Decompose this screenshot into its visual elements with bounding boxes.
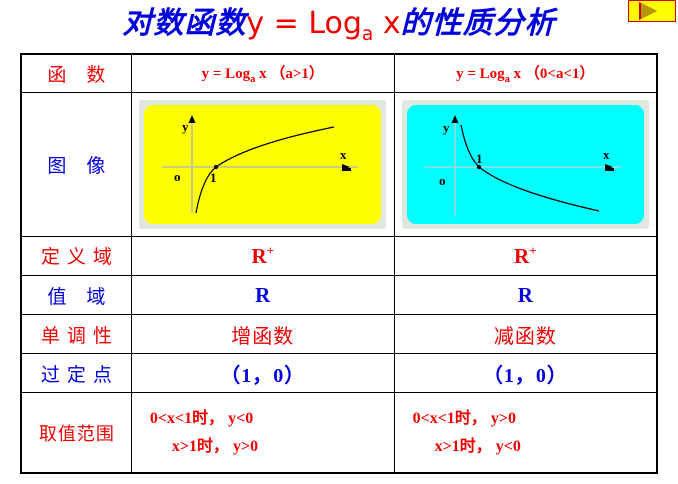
graph-frame-right: o 1 y x xyxy=(401,99,649,229)
cell-graph-b: o 1 y x xyxy=(393,91,658,237)
cell-graph-a: o 1 y x xyxy=(130,91,395,237)
formula-a-prefix: y = Log xyxy=(201,65,251,82)
title-formula-suffix: x xyxy=(373,6,401,41)
title-formula-sub: a xyxy=(361,24,374,45)
row-label-domain: 定义域 xyxy=(20,235,132,277)
row-label-text: 值 域 xyxy=(47,285,113,308)
row-label-fixed-point: 过定点 xyxy=(20,353,132,394)
formula-b-prefix: y = Log xyxy=(456,65,505,82)
row-label-function: 函 数 xyxy=(20,53,132,93)
monotonicity-value-b: 减函数 xyxy=(493,323,557,348)
row-label-text: 函 数 xyxy=(47,63,113,86)
formula-b-rest: x （0<a<1） xyxy=(509,65,595,82)
value-range-a-line2: x>1时， y>0 xyxy=(171,437,259,455)
domain-value-b-sup: + xyxy=(529,242,537,258)
table-row: 单调性 增函数 减函数 xyxy=(20,314,658,355)
cell-fixed-point-b: （1，0） xyxy=(393,353,658,394)
domain-value-b: R+ xyxy=(514,242,537,268)
domain-value-a-sup: + xyxy=(266,242,275,258)
formula-b: y = Loga x （0<a<1） xyxy=(456,65,595,85)
x-axis-tail xyxy=(342,167,352,171)
row-label-graph: 图 像 xyxy=(20,91,132,237)
row-label-monotonicity: 单调性 xyxy=(20,314,132,355)
monotonicity-value-a: 增函数 xyxy=(231,323,295,348)
row-label-value-range: 取值范围 xyxy=(20,392,132,474)
row-label-text: 定义域 xyxy=(40,246,119,269)
domain-value-a-text: R xyxy=(251,243,267,268)
table-row: 定义域 R+ R+ xyxy=(20,235,658,277)
cell-range-b: R xyxy=(393,274,658,316)
play-triangle-inner-icon xyxy=(641,3,657,19)
row-label-text: 单调性 xyxy=(40,324,119,347)
graph-increasing-svg: o 1 y x xyxy=(162,114,359,213)
point-label-one: 1 xyxy=(476,151,483,166)
title-formula: y = Loga x xyxy=(246,6,401,45)
cell-function-b: y = Loga x （0<a<1） xyxy=(393,53,658,93)
x-axis-label: x xyxy=(603,147,610,162)
origin-label: o xyxy=(174,169,181,184)
row-label-text: 过定点 xyxy=(40,363,119,386)
table-row: 图 像 xyxy=(20,91,658,237)
range-value-a: R xyxy=(255,282,271,307)
row-label-text: 取值范围 xyxy=(38,423,115,445)
title-formula-prefix: y = Log xyxy=(246,6,362,41)
page-title: 对数函数y = Loga x的性质分析 xyxy=(0,4,678,55)
y-axis-arrow-icon xyxy=(451,114,459,123)
value-range-a: 0<x<1时， y<0 x>1时， y>0 xyxy=(132,405,394,461)
fixed-point-value-a: （1，0） xyxy=(220,364,306,387)
cell-value-range-a: 0<x<1时， y<0 x>1时， y>0 xyxy=(130,392,395,474)
table-row: 函 数 y = Loga x （a>1） y = Loga x （0<a<1） xyxy=(20,53,658,93)
value-range-a-line1: 0<x<1时， y<0 xyxy=(149,409,254,427)
graph-decreasing-svg: o 1 y x xyxy=(424,114,621,217)
cell-function-a: y = Loga x （a>1） xyxy=(130,53,395,93)
table-row: 取值范围 0<x<1时， y<0 x>1时， y>0 0<x<1时， y>0 x… xyxy=(20,392,658,474)
point-one xyxy=(214,164,219,169)
curve-log-increasing xyxy=(195,126,335,213)
row-label-text: 图 像 xyxy=(47,154,113,177)
graph-decreasing[interactable]: o 1 y x xyxy=(406,104,644,224)
x-axis-label: x xyxy=(340,147,347,162)
domain-value-b-text: R xyxy=(514,243,530,268)
formula-b-sub: a xyxy=(504,73,510,85)
y-axis-label: y xyxy=(443,120,450,135)
range-value-b: R xyxy=(517,282,533,307)
formula-a: y = Loga x （a>1） xyxy=(201,65,324,85)
curve-log-decreasing xyxy=(460,124,599,212)
cell-monotonicity-a: 增函数 xyxy=(130,314,395,355)
y-axis-label: y xyxy=(182,119,189,134)
table-row: 过定点 （1，0） （1，0） xyxy=(20,353,658,394)
value-range-b-line1: 0<x<1时， y>0 xyxy=(412,409,517,427)
cell-fixed-point-a: （1，0） xyxy=(130,353,395,394)
cell-monotonicity-b: 减函数 xyxy=(393,314,658,355)
value-range-b: 0<x<1时， y>0 x>1时， y<0 xyxy=(395,405,656,461)
cell-domain-b: R+ xyxy=(393,235,658,277)
fixed-point-value-b: （1，0） xyxy=(482,364,568,387)
formula-a-rest: x （a>1） xyxy=(255,65,324,82)
origin-label: o xyxy=(439,173,446,188)
domain-value-a: R+ xyxy=(251,242,275,268)
y-axis-arrow-icon xyxy=(188,114,196,123)
table-row: 值 域 R R xyxy=(20,274,658,316)
cell-value-range-b: 0<x<1时， y>0 x>1时， y<0 xyxy=(393,392,658,474)
cell-domain-a: R+ xyxy=(130,235,395,277)
graph-increasing[interactable]: o 1 y x xyxy=(144,104,382,224)
row-label-range: 值 域 xyxy=(20,274,132,316)
point-one xyxy=(476,164,481,169)
properties-table: 函 数 y = Loga x （a>1） y = Loga x （0<a<1） … xyxy=(20,53,658,474)
x-axis-tail xyxy=(604,167,614,171)
value-range-b-line2: x>1时， y<0 xyxy=(434,437,521,455)
cell-range-a: R xyxy=(130,274,395,316)
title-cn-suffix: 的性质分析 xyxy=(400,6,556,41)
play-marker[interactable] xyxy=(628,0,676,22)
graph-frame-left: o 1 y x xyxy=(139,99,387,229)
title-cn-prefix: 对数函数 xyxy=(122,6,247,41)
point-label-one: 1 xyxy=(210,170,217,185)
formula-a-sub: a xyxy=(250,73,256,85)
